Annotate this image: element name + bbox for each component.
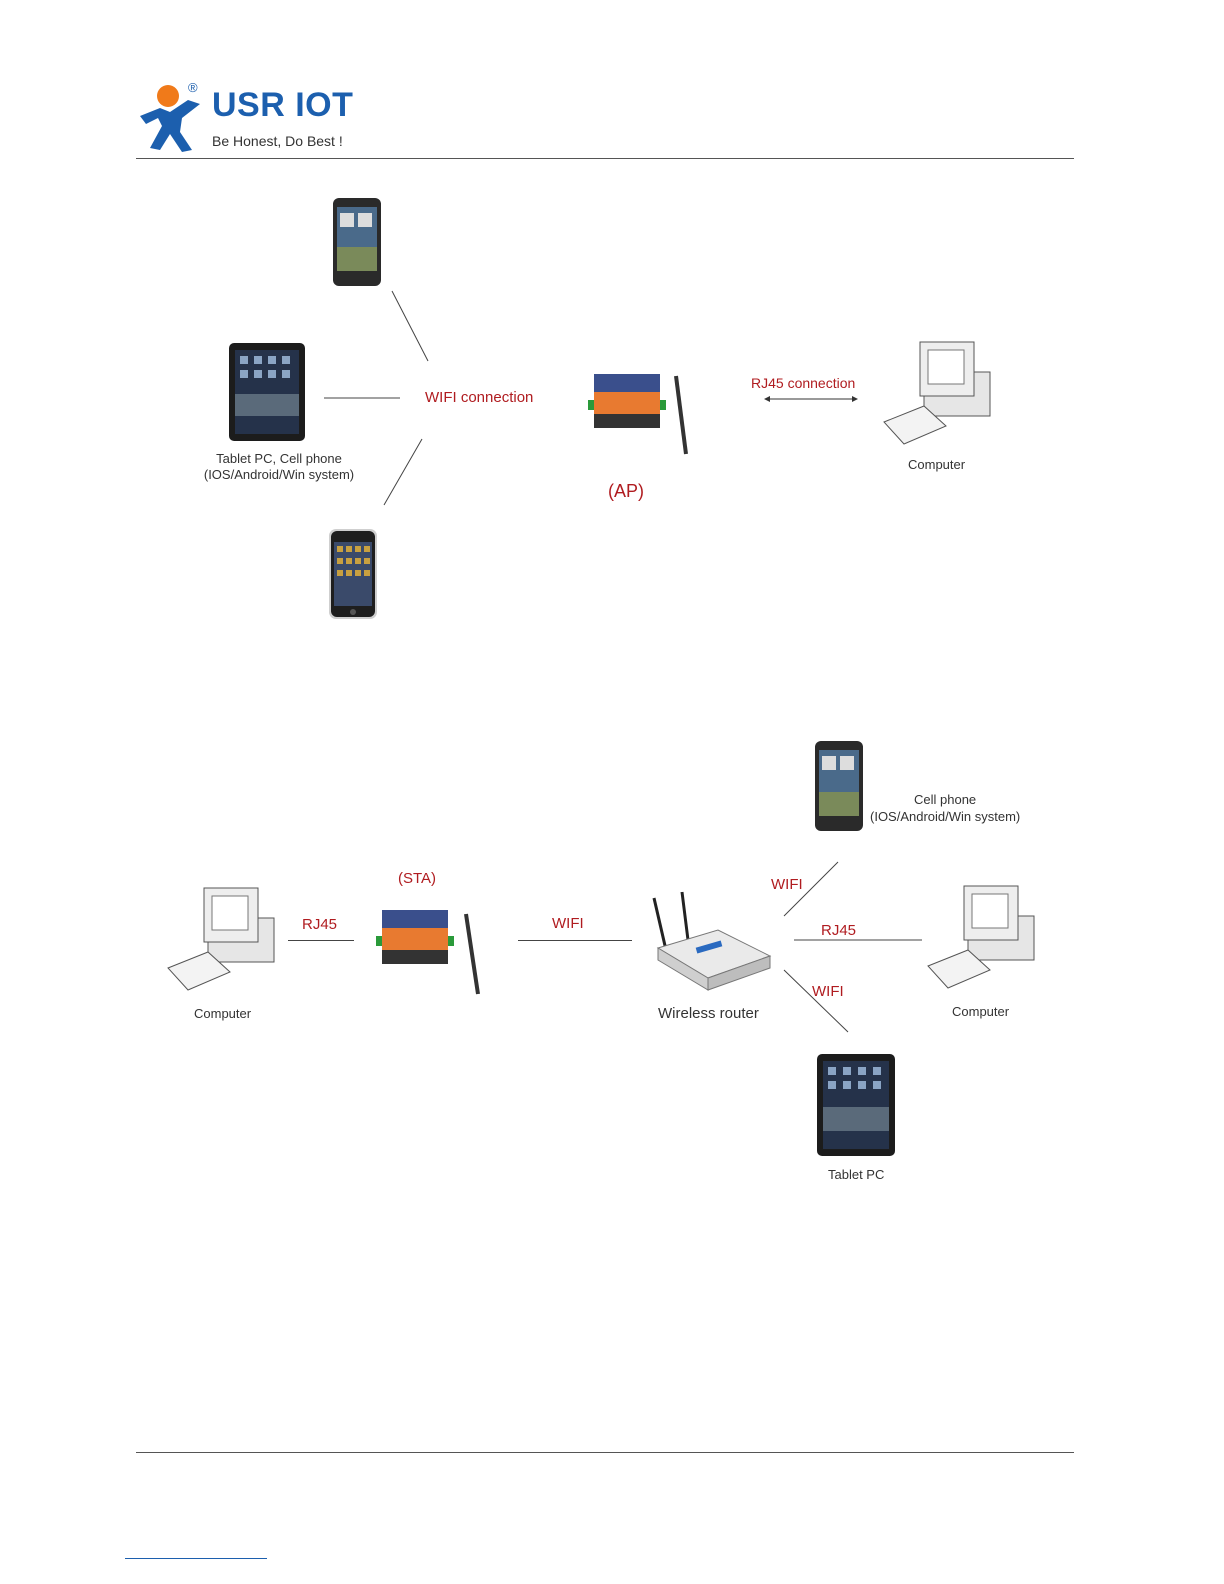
wifi-mid-line: [518, 940, 632, 941]
wireless-router-caption: Wireless router: [658, 1005, 759, 1022]
sta-mode-label: (STA): [398, 870, 436, 887]
double-arrow-icon: [764, 394, 858, 404]
wireless-router-icon: [644, 890, 774, 994]
ap-mode-label: (AP): [608, 481, 644, 502]
wifi-top-label: WIFI: [771, 876, 803, 893]
smartphone-icon: [328, 528, 378, 620]
rj45-left-label: RJ45: [302, 916, 337, 933]
cell-phone-caption-line1: Cell phone: [914, 792, 976, 807]
wifi-mid-label: WIFI: [552, 915, 584, 932]
footer-divider: [136, 1452, 1074, 1453]
computer-icon: [166, 886, 278, 994]
brand-name: USR IOT: [212, 86, 353, 125]
smartphone-icon: [332, 197, 382, 287]
tablet-icon: [228, 342, 306, 442]
serial-server-device-icon: [374, 908, 486, 996]
computer-left-caption: Computer: [194, 1006, 251, 1021]
tablet-caption-line2: (IOS/Android/Win system): [200, 467, 358, 482]
tablet-caption-line1: Tablet PC, Cell phone: [208, 451, 350, 466]
tablet-icon: [816, 1053, 896, 1157]
registered-mark: ®: [188, 80, 198, 95]
rj45-connection-label: RJ45 connection: [751, 375, 855, 391]
wifi-bottom-label: WIFI: [812, 983, 844, 1000]
computer-icon: [926, 884, 1038, 992]
tagline: Be Honest, Do Best !: [212, 133, 343, 149]
footer-link-underline: [125, 1558, 267, 1559]
computer-right-caption: Computer: [952, 1004, 1009, 1019]
serial-server-device-icon: [586, 372, 698, 460]
header-divider: [136, 158, 1074, 159]
smartphone-icon: [814, 740, 864, 832]
rj45-left-line: [288, 940, 354, 941]
wifi-connection-label: WIFI connection: [425, 389, 533, 406]
rj45-right-label: RJ45: [821, 922, 856, 939]
computer-caption: Computer: [908, 457, 965, 472]
tablet-pc-caption: Tablet PC: [828, 1167, 884, 1182]
computer-icon: [882, 340, 994, 448]
cell-phone-caption-line2: (IOS/Android/Win system): [870, 809, 1020, 824]
